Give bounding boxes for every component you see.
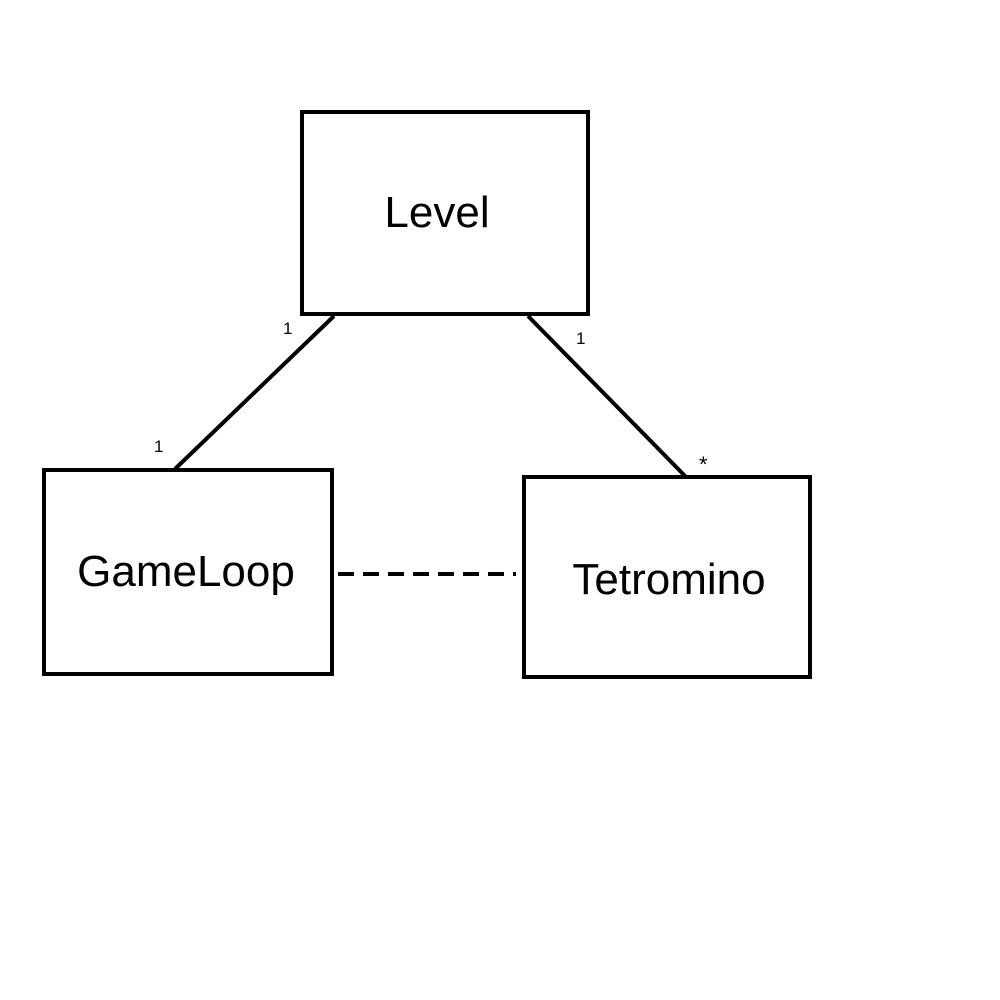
class-gameloop[interactable]: GameLoop	[42, 468, 334, 676]
class-tetromino[interactable]: Tetromino	[522, 475, 812, 679]
class-gameloop-name: GameLoop	[77, 547, 295, 596]
class-tetromino-name: Tetromino	[572, 555, 765, 604]
multiplicity-level-gameloop-level-end: 1	[283, 319, 292, 338]
association-level-gameloop	[173, 314, 336, 471]
class-level[interactable]: Level	[300, 110, 590, 316]
multiplicity-level-tetromino-level-end: 1	[576, 329, 585, 348]
class-level-name: Level	[384, 188, 489, 237]
multiplicity-level-tetromino-tetromino-end: *	[699, 452, 708, 477]
multiplicity-level-gameloop-gameloop-end: 1	[154, 437, 163, 456]
association-level-tetromino	[526, 314, 688, 479]
